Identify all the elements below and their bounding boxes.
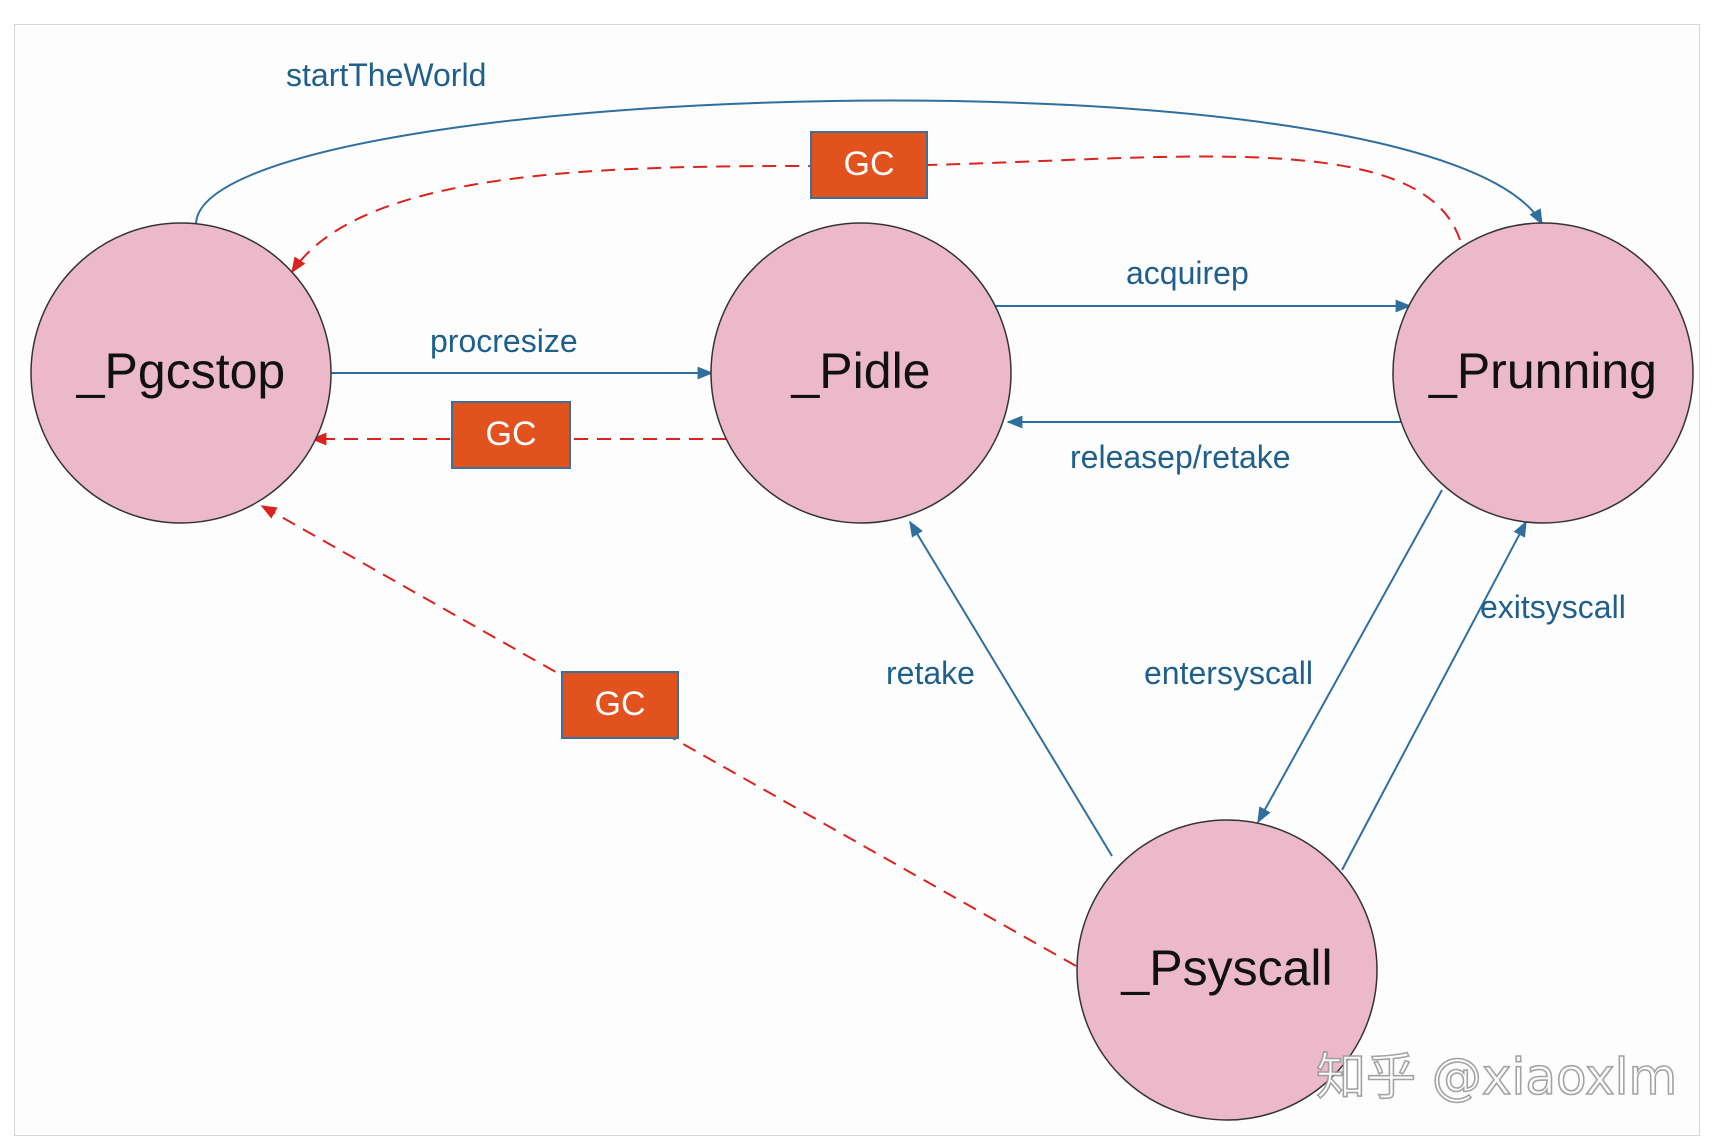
label-start-the-world: startTheWorld: [286, 57, 486, 93]
gc-badge-middle: GC: [451, 401, 571, 469]
state-label-pgcstop: _Pgcstop: [76, 343, 285, 399]
state-node-prunning: _Prunning: [1392, 222, 1694, 524]
label-acquirep: acquirep: [1126, 255, 1249, 291]
state-node-psyscall: _Psyscall: [1076, 819, 1378, 1121]
gc-badge-middle-label: GC: [486, 415, 537, 453]
label-exitsyscall: exitsyscall: [1480, 589, 1626, 625]
state-label-pidle: _Pidle: [791, 343, 931, 399]
state-label-prunning: _Prunning: [1428, 343, 1657, 399]
edge-gc-running-to-gcstop: [291, 155, 1461, 274]
state-label-psyscall: _Psyscall: [1120, 940, 1332, 996]
label-releasep-retake: releasep/retake: [1070, 439, 1291, 475]
edge-exitsyscall: [1341, 520, 1527, 871]
gc-badge-bottom-label: GC: [595, 685, 646, 723]
edge-retake: [909, 520, 1113, 857]
gc-badge-top-label: GC: [844, 145, 895, 183]
label-procresize: procresize: [430, 323, 578, 359]
label-entersyscall: entersyscall: [1144, 655, 1313, 691]
gc-badge-bottom: GC: [561, 671, 679, 739]
edge-entersyscall: [1257, 489, 1443, 824]
state-node-pgcstop: _Pgcstop: [30, 222, 332, 524]
diagram-frame: [14, 24, 1700, 1136]
label-retake: retake: [886, 655, 975, 691]
watermark: 知乎 @xiaoxlm: [1316, 1048, 1677, 1106]
gc-badge-top: GC: [810, 131, 928, 199]
edge-start-the-world: [195, 99, 1543, 226]
state-node-pidle: _Pidle: [710, 222, 1012, 524]
